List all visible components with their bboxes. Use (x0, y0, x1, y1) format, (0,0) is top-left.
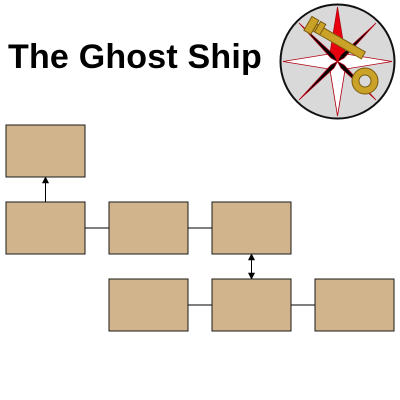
diagram-node-n3 (108, 201, 189, 255)
diagram-node-n7 (314, 278, 395, 332)
diagram-node-n1 (5, 124, 86, 178)
diagram-node-n4 (211, 201, 292, 255)
diagram-node-n5 (108, 278, 189, 332)
compass-key-icon (279, 3, 396, 120)
diagram-node-n2 (5, 201, 86, 255)
diagram-node-n6 (211, 278, 292, 332)
page-title: The Ghost Ship (8, 38, 263, 76)
